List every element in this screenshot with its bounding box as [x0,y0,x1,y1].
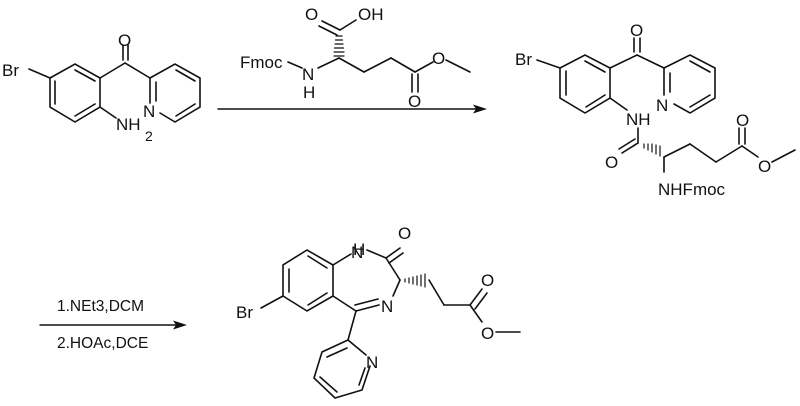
stereo-hash [404,273,426,288]
br-label: Br [515,50,532,69]
pyridine-n-label: N [656,96,668,115]
n-label: N [302,65,314,84]
oh-label: OH [358,5,384,24]
reagent-fmoc-glu: O OH Fmoc N H O O [240,5,471,111]
n4-label: N [381,297,393,316]
pyridine-n-label: N [366,353,378,372]
n1-h-label: H [353,240,365,259]
ester-o-label: O [758,157,771,176]
ester-carbonyl-o-label: O [481,271,494,290]
starting-material: Br O N NH 2 [2,31,201,144]
ester-o-label: O [481,324,494,343]
final-product-benzodiazepine: Br H N N O N O [236,224,521,399]
h-label: H [303,83,315,102]
carbonyl-o-label: O [118,31,131,50]
lactam-o-label: O [398,224,411,243]
n1-label-visible: N [351,243,363,262]
pyridine-n-label: N [143,102,155,121]
nh2-subscript: 2 [145,128,153,144]
ester-carbonyl-o-label: O [736,111,749,130]
ester-o-label: O [432,49,445,68]
condition-1: 1.NEt3,DCM [57,298,144,315]
nhfmoc-label: NHFmoc [658,180,726,199]
reaction-arrow-1 [217,104,487,114]
fmoc-label: Fmoc [240,53,283,72]
intermediate-product: Br O N NH O NHF [515,21,796,199]
nh-label: NH [626,110,651,129]
acid-o-label: O [305,5,318,24]
ester-carbonyl-o-label: O [408,92,421,111]
nh2-label: NH [116,115,141,134]
stereo-hash [643,143,661,157]
carbonyl-o-label: O [630,21,643,40]
stereo-hash [333,35,345,57]
br-label: Br [236,303,253,322]
reaction-arrow-2: 1.NEt3,DCM 2.HOAc,DCE [39,298,187,352]
condition-2: 2.HOAc,DCE [57,335,148,352]
br-label: Br [2,61,19,80]
amide-o-label: O [605,153,618,172]
